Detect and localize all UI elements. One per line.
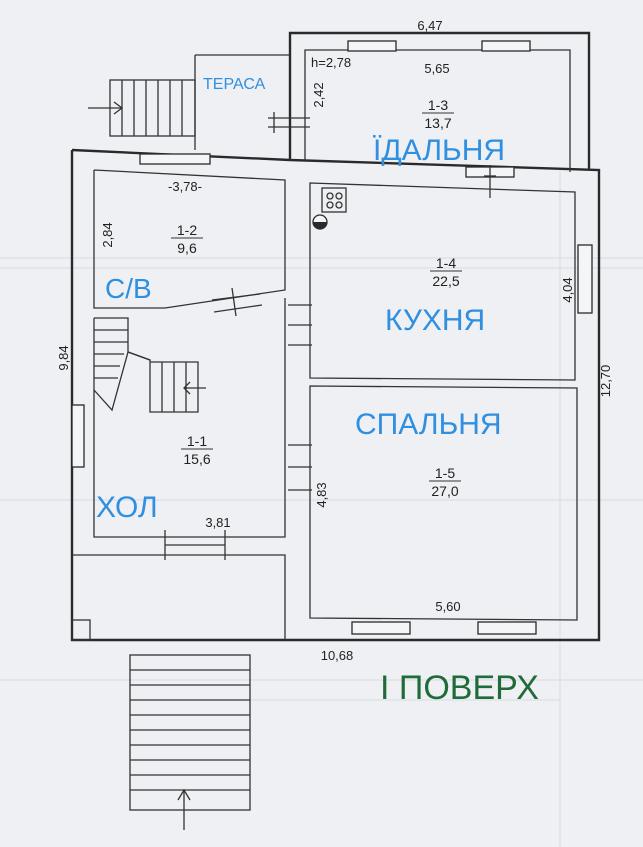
door — [484, 165, 496, 198]
hall-width-dimension: 3,81 — [205, 515, 230, 530]
room-area: 22,5 — [432, 273, 459, 289]
hall-label: ХОЛ — [96, 491, 158, 524]
bedroom-width-dimension: 5,60 — [435, 599, 460, 614]
bedroom-room-wall — [309, 385, 578, 621]
window — [481, 40, 531, 52]
entrance-stairs — [129, 654, 251, 830]
dining-inner-wall — [304, 49, 571, 172]
lower-room-wall — [72, 554, 286, 640]
wc-label: С/В — [105, 273, 152, 304]
room-id: 1-5 — [435, 465, 455, 481]
door — [268, 112, 310, 133]
wc-width-dimension: -3,78- — [168, 179, 202, 194]
window — [71, 404, 85, 468]
dining-depth-dimension: 2,42 — [311, 82, 326, 107]
boiler-icon — [312, 214, 328, 230]
kitchen-depth-dimension: 4,04 — [560, 277, 575, 302]
room-id: 1-4 — [436, 255, 456, 271]
terrace-stairs — [88, 79, 196, 137]
door — [288, 304, 312, 346]
top-width-dimension: 6,47 — [417, 18, 442, 33]
terrace-label: ТЕРАСА — [203, 76, 266, 93]
room-id: 1-1 — [187, 433, 207, 449]
bedroom-label: СПАЛЬНЯ — [355, 408, 502, 441]
door — [164, 530, 226, 560]
kitchen-room-wall — [309, 182, 576, 381]
room-area: 13,7 — [424, 115, 451, 131]
room-area: 27,0 — [431, 483, 458, 499]
stove-icon — [321, 187, 347, 213]
room-id: 1-3 — [428, 97, 448, 113]
right-length-dimension: 12,70 — [598, 365, 613, 398]
wc-depth-dimension: 2,84 — [100, 222, 115, 247]
room-area: 15,6 — [183, 451, 210, 467]
window — [477, 621, 537, 635]
window — [347, 40, 397, 52]
door — [288, 444, 312, 491]
exterior-wall — [70, 31, 601, 642]
floor-title: І ПОВЕРХ — [380, 669, 539, 707]
window — [351, 621, 411, 635]
hall-room-wall — [93, 298, 286, 538]
internal-stairs — [93, 317, 206, 413]
left-length-dimension: 9,84 — [56, 345, 71, 370]
dining-height-dimension: h=2,78 — [311, 55, 351, 70]
room-area: 9,6 — [177, 240, 197, 256]
bedroom-depth-dimension: 4,83 — [314, 482, 329, 507]
window — [139, 153, 211, 165]
room-id: 1-2 — [177, 222, 197, 238]
dining-label: ЇДАЛЬНЯ — [373, 134, 505, 167]
terrace-outline — [194, 54, 290, 150]
background-grid — [0, 170, 643, 847]
bottom-width-dimension: 10,68 — [321, 648, 354, 663]
window — [577, 244, 593, 314]
dining-inner-width-dimension: 5,65 — [424, 61, 449, 76]
door — [211, 287, 263, 317]
column — [71, 619, 91, 641]
kitchen-label: КУХНЯ — [385, 304, 485, 337]
